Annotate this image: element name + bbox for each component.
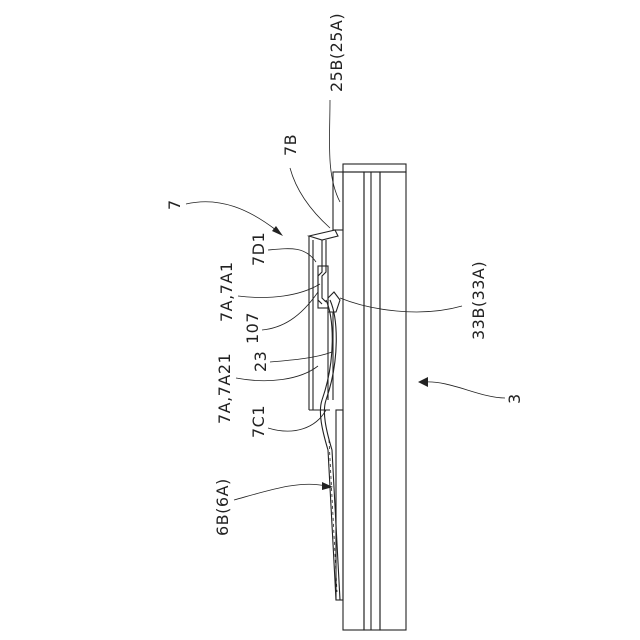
lower-frame — [336, 410, 343, 600]
leader-3 — [424, 382, 505, 398]
label-3: 3 — [505, 393, 524, 404]
label-6b: 6B(6A) — [213, 478, 232, 536]
leader-107 — [262, 292, 318, 330]
labels: 25B(25A) 7B 7 7D1 7A,7A1 107 23 7A,7A21 … — [165, 13, 524, 536]
arrowhead-3 — [418, 377, 428, 387]
leader-25b — [329, 100, 340, 202]
label-23: 23 — [251, 351, 270, 372]
leader-7 — [186, 202, 276, 230]
label-7b: 7B — [281, 134, 300, 156]
step-member — [333, 172, 343, 230]
layered-panel — [333, 164, 406, 630]
leader-7a21 — [236, 366, 318, 381]
seal-member — [320, 300, 340, 600]
panel-layer-middle — [364, 172, 380, 630]
panel-layer-inner — [343, 172, 364, 630]
label-33b: 33B(33A) — [469, 261, 488, 340]
leader-23 — [270, 352, 332, 362]
panel-layer-outer — [380, 172, 406, 630]
label-7d1: 7D1 — [249, 232, 268, 266]
leader-7b — [290, 168, 330, 228]
label-25b: 25B(25A) — [327, 13, 346, 92]
label-7: 7 — [165, 199, 184, 210]
label-7c1: 7C1 — [249, 405, 268, 438]
label-7a-7a1: 7A,7A1 — [217, 261, 236, 322]
leader-7c1 — [268, 410, 326, 431]
leader-33b — [340, 298, 462, 312]
leader-6b — [234, 484, 326, 500]
label-107: 107 — [243, 312, 262, 344]
leader-7a1 — [238, 284, 320, 298]
panel-top-cap — [343, 164, 406, 172]
arrowhead-7 — [272, 226, 283, 236]
label-7a-7a21: 7A,7A21 — [215, 353, 234, 424]
